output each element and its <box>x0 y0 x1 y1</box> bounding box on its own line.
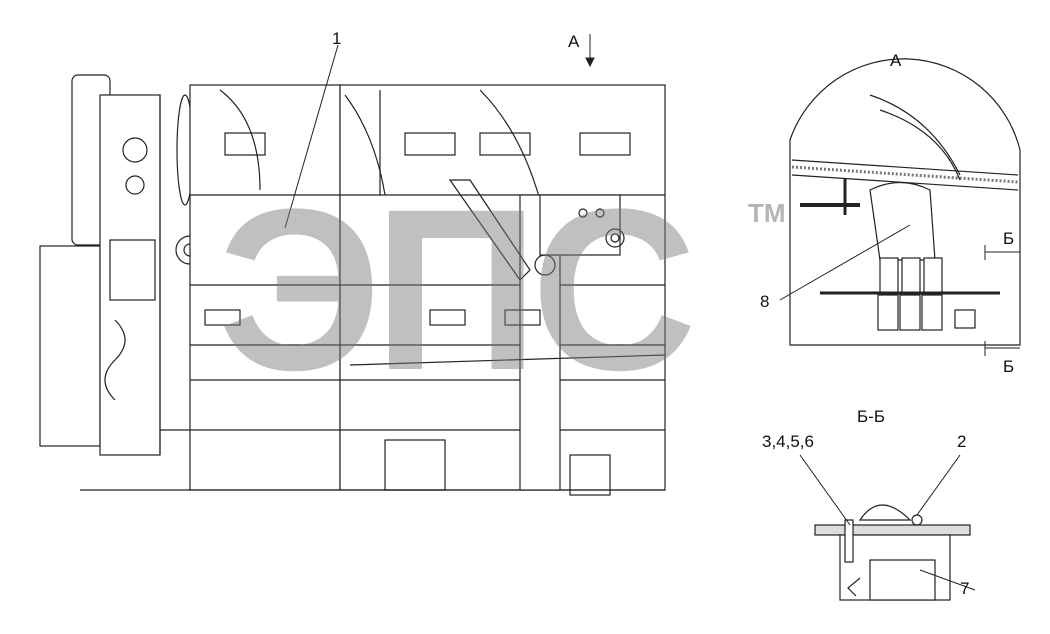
section-mark-bottom: Б <box>1003 357 1015 376</box>
watermark-trademark: TM <box>748 198 786 228</box>
main-assembly-view <box>39 74 666 496</box>
callout-7: 7 <box>960 579 970 598</box>
view-a-title: А <box>890 51 902 70</box>
callout-2: 2 <box>957 432 967 451</box>
watermark-logo: ЭПС <box>218 161 697 418</box>
section-mark-top: Б <box>1003 229 1015 248</box>
detail-view-a <box>789 58 1021 346</box>
callout-3-4-5-6: 3,4,5,6 <box>762 432 814 451</box>
leader-lines <box>284 34 1020 591</box>
section-b-b-title: Б-Б <box>857 407 885 426</box>
section-b-b <box>814 504 971 601</box>
view-arrow-label: А <box>568 32 580 51</box>
callout-1: 1 <box>332 29 342 48</box>
callout-8: 8 <box>760 292 770 311</box>
